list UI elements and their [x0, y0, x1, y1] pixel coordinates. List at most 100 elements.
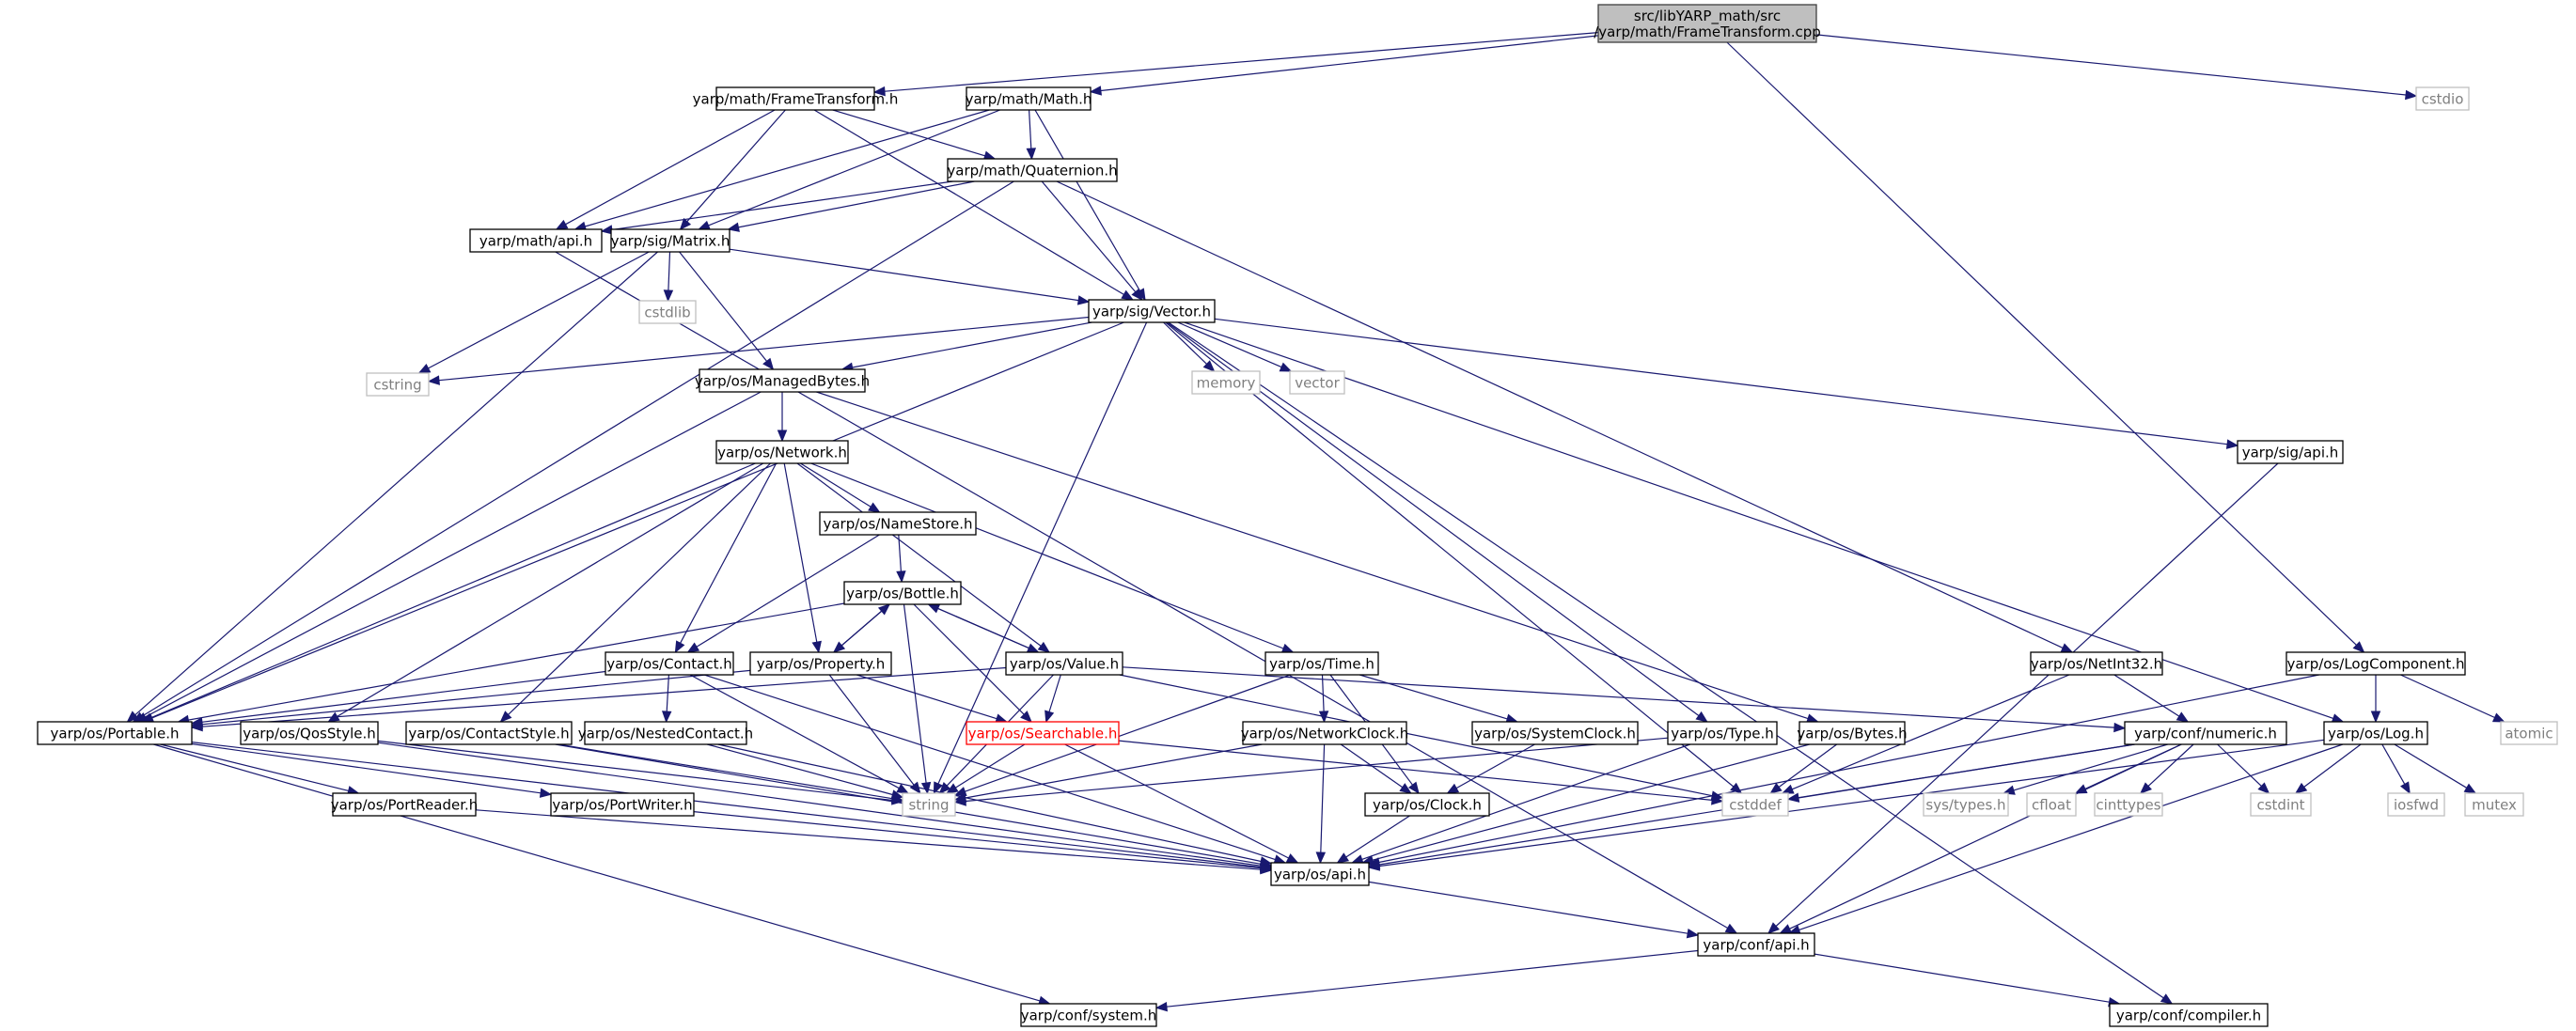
node-yarp-math-frametransform-h[interactable]: yarp/math/FrameTransform.h	[693, 86, 899, 111]
node-yarp-os-property-h[interactable]: yarp/os/Property.h	[749, 651, 892, 676]
edge-line	[1165, 321, 1735, 788]
edge-line	[1778, 743, 1838, 788]
node-yarp-os-namestore-h[interactable]: yarp/os/NameStore.h	[819, 511, 977, 536]
edge-line	[783, 462, 818, 643]
node-yarp-os-log-h[interactable]: yarp/os/Log.h	[2323, 721, 2428, 745]
edge-arrowhead	[2160, 993, 2174, 1005]
edge-arrowhead	[1076, 295, 1091, 305]
node-label: yarp/os/Log.h	[2328, 726, 2424, 742]
node-src-libyarp-math-src-yarp-math-frametransform-cpp: src/libYARP_math/src/yarp/math/FrameTran…	[1594, 4, 1821, 43]
edge-log-to-mutex	[2394, 743, 2477, 794]
node-box	[584, 721, 747, 745]
edge-clock-to-osapi	[1336, 815, 1410, 864]
edge-nested-to-string	[707, 743, 904, 800]
node-label: yarp/os/NetworkClock.h	[1241, 726, 1409, 742]
node-yarp-os-network-h[interactable]: yarp/os/Network.h	[715, 440, 849, 464]
node-label: yarp/conf/numeric.h	[2134, 726, 2277, 742]
node-box	[947, 158, 1118, 182]
node-yarp-conf-system-h[interactable]: yarp/conf/system.h	[1020, 1003, 1157, 1027]
edge-line	[1034, 109, 1141, 291]
node-box	[405, 721, 573, 745]
node-label: iosfwd	[2394, 797, 2439, 814]
node-yarp-os-value-h[interactable]: yarp/os/Value.h	[1005, 651, 1123, 676]
edge-network-to-time	[810, 462, 1295, 653]
node-label: yarp/math/Math.h	[966, 91, 1092, 108]
node-yarp-os-type-h[interactable]: yarp/os/Type.h	[1667, 721, 1778, 745]
node-label: yarp/conf/compiler.h	[2116, 1008, 2261, 1024]
node-label: yarp/os/ManagedBytes.h	[695, 373, 870, 390]
node-label: yarp/os/Bottle.h	[846, 586, 959, 602]
edge-line	[898, 534, 902, 572]
node-yarp-os-portable-h[interactable]: yarp/os/Portable.h	[37, 721, 193, 745]
node-yarp-sig-matrix-h[interactable]: yarp/sig/Matrix.h	[610, 228, 730, 253]
edge-line	[191, 742, 1262, 868]
edge-line	[2217, 743, 2262, 787]
node-box	[1242, 721, 1407, 745]
edge-line	[151, 321, 1124, 719]
node-yarp-sig-api-h[interactable]: yarp/sig/api.h	[2237, 440, 2344, 464]
edge-quat-to-netint	[1056, 180, 2074, 653]
edge-vector-to-memory	[1163, 321, 1216, 372]
node-yarp-conf-api-h[interactable]: yarp/conf/api.h	[1697, 932, 1815, 957]
node-yarp-sig-vector-h[interactable]: yarp/sig/Vector.h	[1088, 299, 1216, 323]
edge-line	[1056, 180, 2064, 648]
node-box	[469, 228, 603, 253]
node-label: yarp/os/Value.h	[1010, 656, 1119, 673]
edge-line	[813, 109, 1124, 295]
edge-arrowhead	[1285, 853, 1299, 864]
edge-netclock-to-string	[953, 743, 1263, 804]
node-yarp-os-logcomponent-h[interactable]: yarp/os/LogComponent.h	[2285, 651, 2466, 676]
node-yarp-os-api-h[interactable]: yarp/os/api.h	[1270, 862, 1370, 886]
edge-qos-to-osapi	[377, 742, 1273, 871]
node-yarp-os-bottle-h[interactable]: yarp/os/Bottle.h	[843, 581, 962, 605]
node-yarp-os-netint32-h[interactable]: yarp/os/NetInt32.h	[2030, 651, 2163, 676]
node-label: /yarp/math/FrameTransform.cpp	[1594, 23, 1821, 40]
node-label: yarp/os/NameStore.h	[823, 516, 972, 533]
node-yarp-os-contactstyle-h[interactable]: yarp/os/ContactStyle.h	[405, 721, 573, 745]
node-memory: memory	[1191, 370, 1261, 395]
edge-contact-to-string	[689, 674, 910, 794]
edge-searchable-to-osapi	[1064, 743, 1299, 864]
edge-arrowhead	[938, 782, 951, 794]
node-yarp-os-clock-h[interactable]: yarp/os/Clock.h	[1364, 792, 1490, 817]
edge-portwriter-to-osapi	[693, 811, 1273, 873]
node-yarp-conf-numeric-h[interactable]: yarp/conf/numeric.h	[2124, 721, 2287, 745]
node-label: yarp/os/Type.h	[1671, 726, 1774, 742]
edge-arrowhead	[417, 364, 432, 374]
edge-netclock-to-clock	[1340, 743, 1412, 794]
edge-root-to-ft	[872, 32, 1599, 97]
node-yarp-math-quaternion-h[interactable]: yarp/math/Quaternion.h	[947, 158, 1118, 182]
node-yarp-conf-compiler-h[interactable]: yarp/conf/compiler.h	[2109, 1003, 2269, 1027]
node-yarp-os-portreader-h[interactable]: yarp/os/PortReader.h	[331, 792, 479, 817]
node-yarp-os-managedbytes-h[interactable]: yarp/os/ManagedBytes.h	[695, 368, 870, 393]
edge-arrowhead	[1020, 711, 1032, 723]
edge-bottle-to-string	[903, 603, 932, 795]
node-yarp-os-qosstyle-h[interactable]: yarp/os/QosStyle.h	[240, 721, 379, 745]
node-yarp-os-bytes-h[interactable]: yarp/os/Bytes.h	[1797, 721, 1908, 745]
node-label: mutex	[2472, 797, 2517, 814]
edge-arrowhead	[868, 502, 881, 513]
node-label: cstdlib	[644, 305, 690, 321]
node-yarp-os-searchable-h[interactable]: yarp/os/Searchable.h	[966, 721, 1120, 745]
edge-numeric-to-cstdint	[2217, 743, 2270, 794]
edge-line	[856, 674, 997, 720]
node-yarp-os-portwriter-h[interactable]: yarp/os/PortWriter.h	[550, 792, 695, 817]
node-yarp-os-nestedcontact-h[interactable]: yarp/os/NestedContact.h	[578, 721, 753, 745]
edge-arrowhead	[1408, 781, 1420, 795]
edge-line	[810, 462, 1284, 649]
node-yarp-os-contact-h[interactable]: yarp/os/Contact.h	[605, 651, 734, 676]
node-box	[1005, 651, 1123, 676]
edge-arrowhead	[1037, 641, 1051, 653]
node-yarp-os-time-h[interactable]: yarp/os/Time.h	[1264, 651, 1379, 676]
edge-arrowhead	[896, 570, 906, 584]
edge-line	[693, 811, 1262, 869]
node-box	[1364, 792, 1490, 817]
edge-line	[800, 462, 872, 508]
node-yarp-math-api-h[interactable]: yarp/math/api.h	[469, 228, 603, 253]
edge-arrowhead	[2463, 783, 2477, 794]
node-yarp-os-networkclock-h[interactable]: yarp/os/NetworkClock.h	[1241, 721, 1409, 745]
edge-portable-to-system	[153, 743, 1051, 1006]
node-yarp-math-math-h[interactable]: yarp/math/Math.h	[966, 86, 1092, 111]
node-label: yarp/sig/Vector.h	[1092, 304, 1211, 320]
node-yarp-os-systemclock-h[interactable]: yarp/os/SystemClock.h	[1471, 721, 1639, 745]
